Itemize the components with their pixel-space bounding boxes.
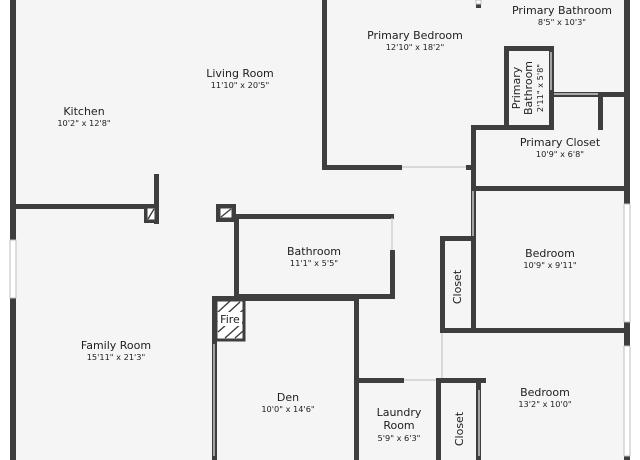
- hatch-line: [234, 330, 244, 339]
- wall-small-bath-left: [504, 46, 509, 130]
- wall-closet1-left: [440, 236, 445, 332]
- fireplace-label-bg: [218, 312, 242, 326]
- label-den: Den: [277, 391, 299, 404]
- label-primary-bathroom: Primary Bathroom: [512, 4, 612, 17]
- dims-primary-bathroom: 8'5" x 10'3": [538, 17, 586, 27]
- wall-bathroom-right: [390, 250, 395, 299]
- dims-kitchen: 10'2" x 12'8": [57, 118, 110, 128]
- label-primary-bedroom: Primary Bedroom: [367, 29, 463, 42]
- label-living-room: Living Room: [206, 67, 274, 80]
- windows: [9, 0, 631, 457]
- wall-primary-bedroom-bottom: [322, 165, 402, 170]
- label-bathroom: Bathroom: [287, 245, 341, 258]
- window-bedroom-2: [623, 345, 631, 457]
- wall-bedroom1-left: [471, 191, 476, 331]
- dims-small-bathroom: 2'11" x 5'8": [535, 64, 545, 112]
- floor-area: [10, 0, 630, 460]
- label-family-room: Family Room: [81, 339, 151, 352]
- dims-primary-bedroom: 12'10" x 18'2": [386, 42, 445, 52]
- window-bedroom-1: [623, 203, 631, 323]
- label-small-bathroom-line2: Bathroom: [522, 61, 535, 115]
- wall-laundry-top: [354, 378, 404, 383]
- label-small-bathroom-group: Primary Bathroom 2'11" x 5'8": [510, 61, 545, 115]
- dims-living-room: 11'10" x 20'5": [211, 80, 270, 90]
- wall-kitchen-family: [10, 204, 156, 209]
- label-closet-1: Closet: [451, 269, 464, 304]
- wall-closet-bottom: [471, 186, 630, 191]
- hatched-elements: [144, 205, 246, 342]
- hatch-line: [220, 208, 232, 218]
- wall-left-exterior: [10, 0, 16, 460]
- wall-den-top: [212, 296, 358, 301]
- dims-primary-closet: 10'9" x 6'8": [536, 149, 584, 159]
- room-labels: Primary Bathroom 8'5" x 10'3" Primary Be…: [57, 4, 612, 446]
- wall-primary-bedroom-left: [322, 0, 327, 170]
- wall-small-bath-top: [504, 46, 554, 51]
- wall-laundry-right: [436, 378, 441, 460]
- label-laundry-line1: Laundry: [377, 406, 422, 419]
- dims-bedroom-1: 10'9" x 9'11": [523, 260, 576, 270]
- label-small-bathroom-line1: Primary: [510, 66, 523, 109]
- hatch-line: [217, 300, 231, 313]
- label-fire: Fire: [220, 313, 240, 326]
- door-openings: [213, 52, 598, 456]
- window-family-room: [9, 239, 17, 299]
- dims-den: 10'0" x 14'6": [261, 404, 314, 414]
- hatch-line: [147, 208, 155, 220]
- label-closet-2: Closet: [453, 411, 466, 446]
- wall-closet-left: [471, 125, 476, 190]
- wall-closet1-top: [440, 236, 476, 241]
- wall-small-bath-bottom: [504, 125, 554, 130]
- wall-closet-top-right-v: [598, 92, 603, 130]
- window-primary-bath: [475, 0, 482, 5]
- dims-bathroom: 11'1" x 5'5": [290, 258, 338, 268]
- dims-bedroom-2: 13'2" x 10'0": [518, 399, 571, 409]
- wall-bathroom-top: [234, 214, 394, 219]
- label-bedroom-1: Bedroom: [525, 247, 575, 260]
- wall-closet-top-left: [471, 125, 509, 130]
- wall-bathroom-left: [234, 214, 239, 298]
- label-laundry-line2: Room: [383, 419, 414, 432]
- label-bedroom-2: Bedroom: [520, 386, 570, 399]
- dims-family-room: 15'11" x 21'3": [87, 352, 146, 362]
- label-primary-closet: Primary Closet: [520, 136, 601, 149]
- wall-kitchen-stub: [154, 174, 159, 224]
- wall-laundry-top-right: [436, 378, 486, 383]
- wall-bedroom1-bottom: [440, 328, 630, 333]
- label-kitchen: Kitchen: [63, 105, 104, 118]
- dims-laundry: 5'9" x 6'3": [378, 433, 421, 443]
